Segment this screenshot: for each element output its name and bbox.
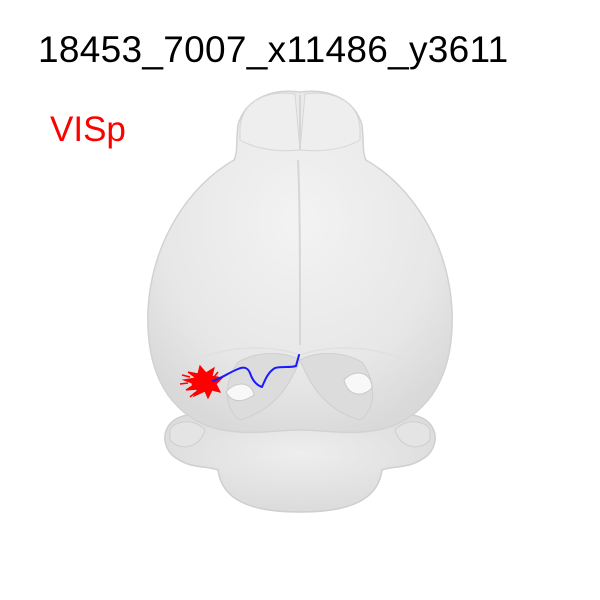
figure-title: 18453_7007_x11486_y3611 — [38, 29, 509, 70]
exposed-patch-left — [225, 383, 255, 402]
axon-trace — [212, 354, 300, 388]
midbrain-right — [299, 353, 374, 421]
exposed-patch-right — [343, 372, 373, 395]
region-label: VISp — [50, 110, 126, 149]
midline — [297, 95, 301, 346]
brain-outline — [147, 90, 453, 513]
olfactory-bulbs — [239, 92, 301, 152]
soma-cluster — [179, 364, 224, 400]
midbrain-left — [226, 353, 301, 421]
